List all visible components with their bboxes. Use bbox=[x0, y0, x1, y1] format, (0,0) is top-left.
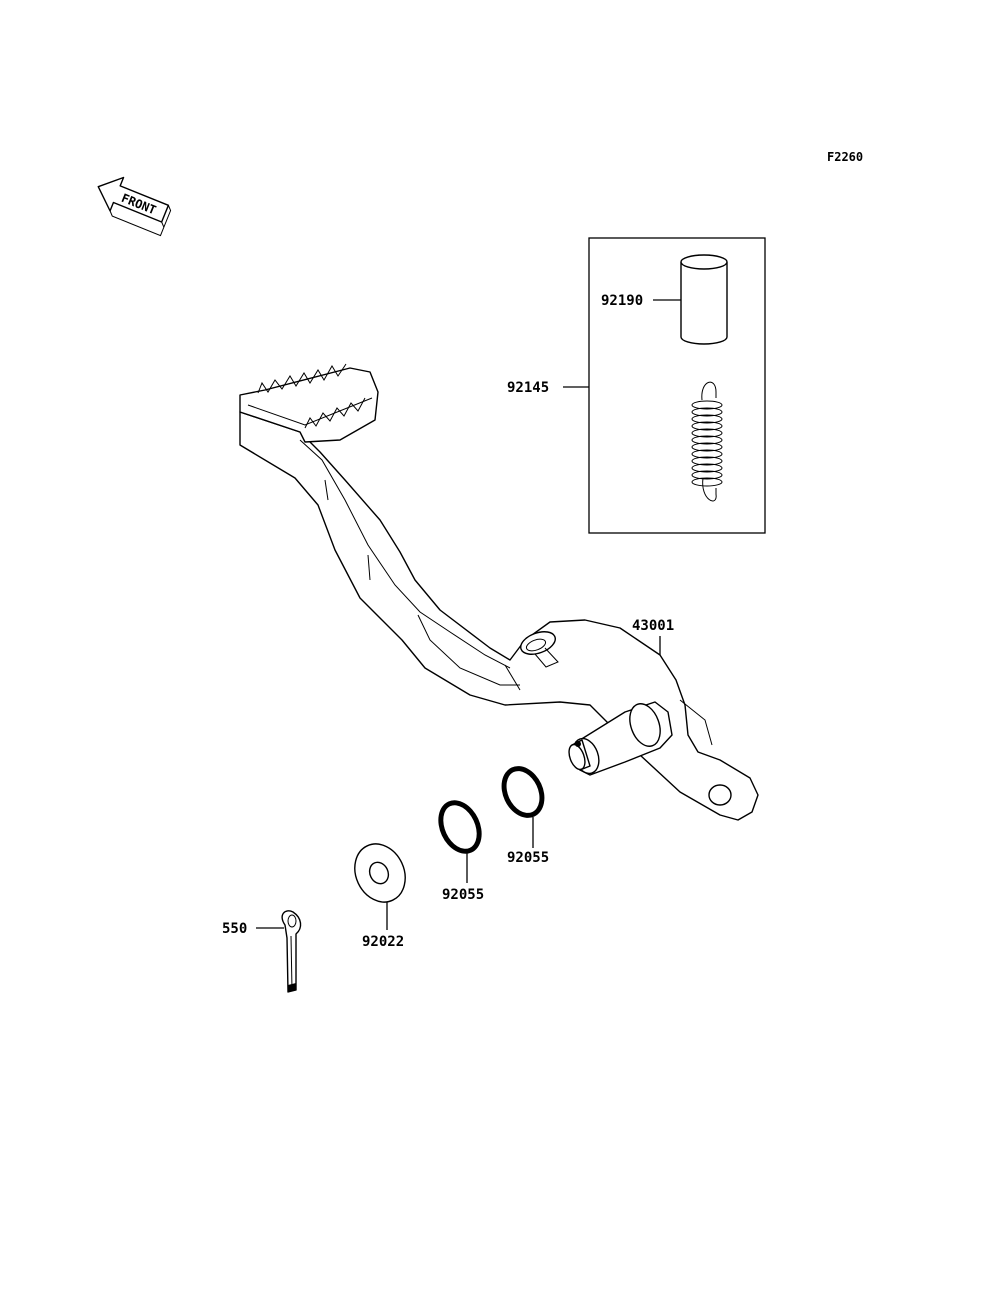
cotter-pin-part bbox=[281, 910, 302, 993]
label-92190: 92190 bbox=[601, 293, 643, 309]
sleeve-part bbox=[680, 254, 728, 345]
plain-washer-part bbox=[354, 843, 406, 903]
washer-92055-left-part bbox=[438, 800, 482, 854]
label-43001: 43001 bbox=[632, 618, 674, 634]
label-92145: 92145 bbox=[507, 380, 549, 396]
diagram-code: F2260 bbox=[827, 150, 863, 164]
washer-92055-right-part bbox=[501, 766, 545, 818]
brake-pedal-part bbox=[239, 363, 759, 821]
kit-box bbox=[588, 237, 766, 534]
label-92022: 92022 bbox=[362, 934, 404, 950]
spring-part bbox=[691, 381, 723, 502]
label-92055-right: 92055 bbox=[507, 850, 549, 866]
label-92055-left: 92055 bbox=[442, 887, 484, 903]
label-550: 550 bbox=[222, 921, 247, 937]
front-arrow-icon: FRONT bbox=[97, 176, 172, 237]
